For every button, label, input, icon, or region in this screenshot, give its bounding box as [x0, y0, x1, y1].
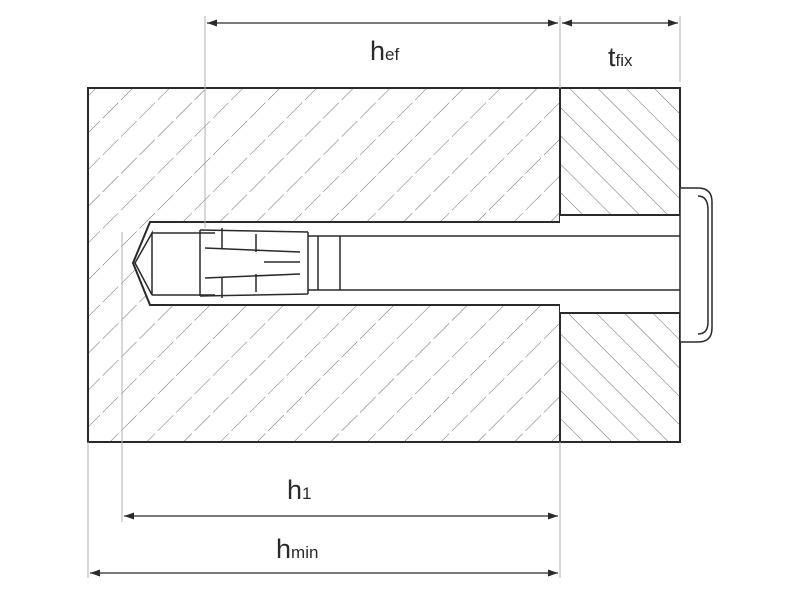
h1-label-main: h	[287, 475, 303, 505]
anchor-bolt	[134, 228, 685, 298]
tfix-label-main: t	[608, 42, 616, 72]
hef-label-main: h	[370, 36, 386, 66]
h1-label-sub: 1	[302, 484, 312, 503]
tfix-label: tfix	[608, 44, 633, 71]
dimension-lines	[90, 19, 678, 577]
hef-label-sub: ef	[385, 45, 400, 64]
drill-hole	[131, 214, 680, 314]
extension-lines	[87, 16, 681, 578]
hef-label: hef	[370, 38, 399, 65]
bolt-head	[679, 187, 713, 343]
h1-label: h1	[287, 477, 312, 504]
tfix-label-sub: fix	[615, 51, 633, 70]
hmin-label-main: h	[276, 534, 292, 564]
hmin-label-sub: min	[291, 543, 319, 562]
hmin-label: hmin	[276, 536, 318, 563]
